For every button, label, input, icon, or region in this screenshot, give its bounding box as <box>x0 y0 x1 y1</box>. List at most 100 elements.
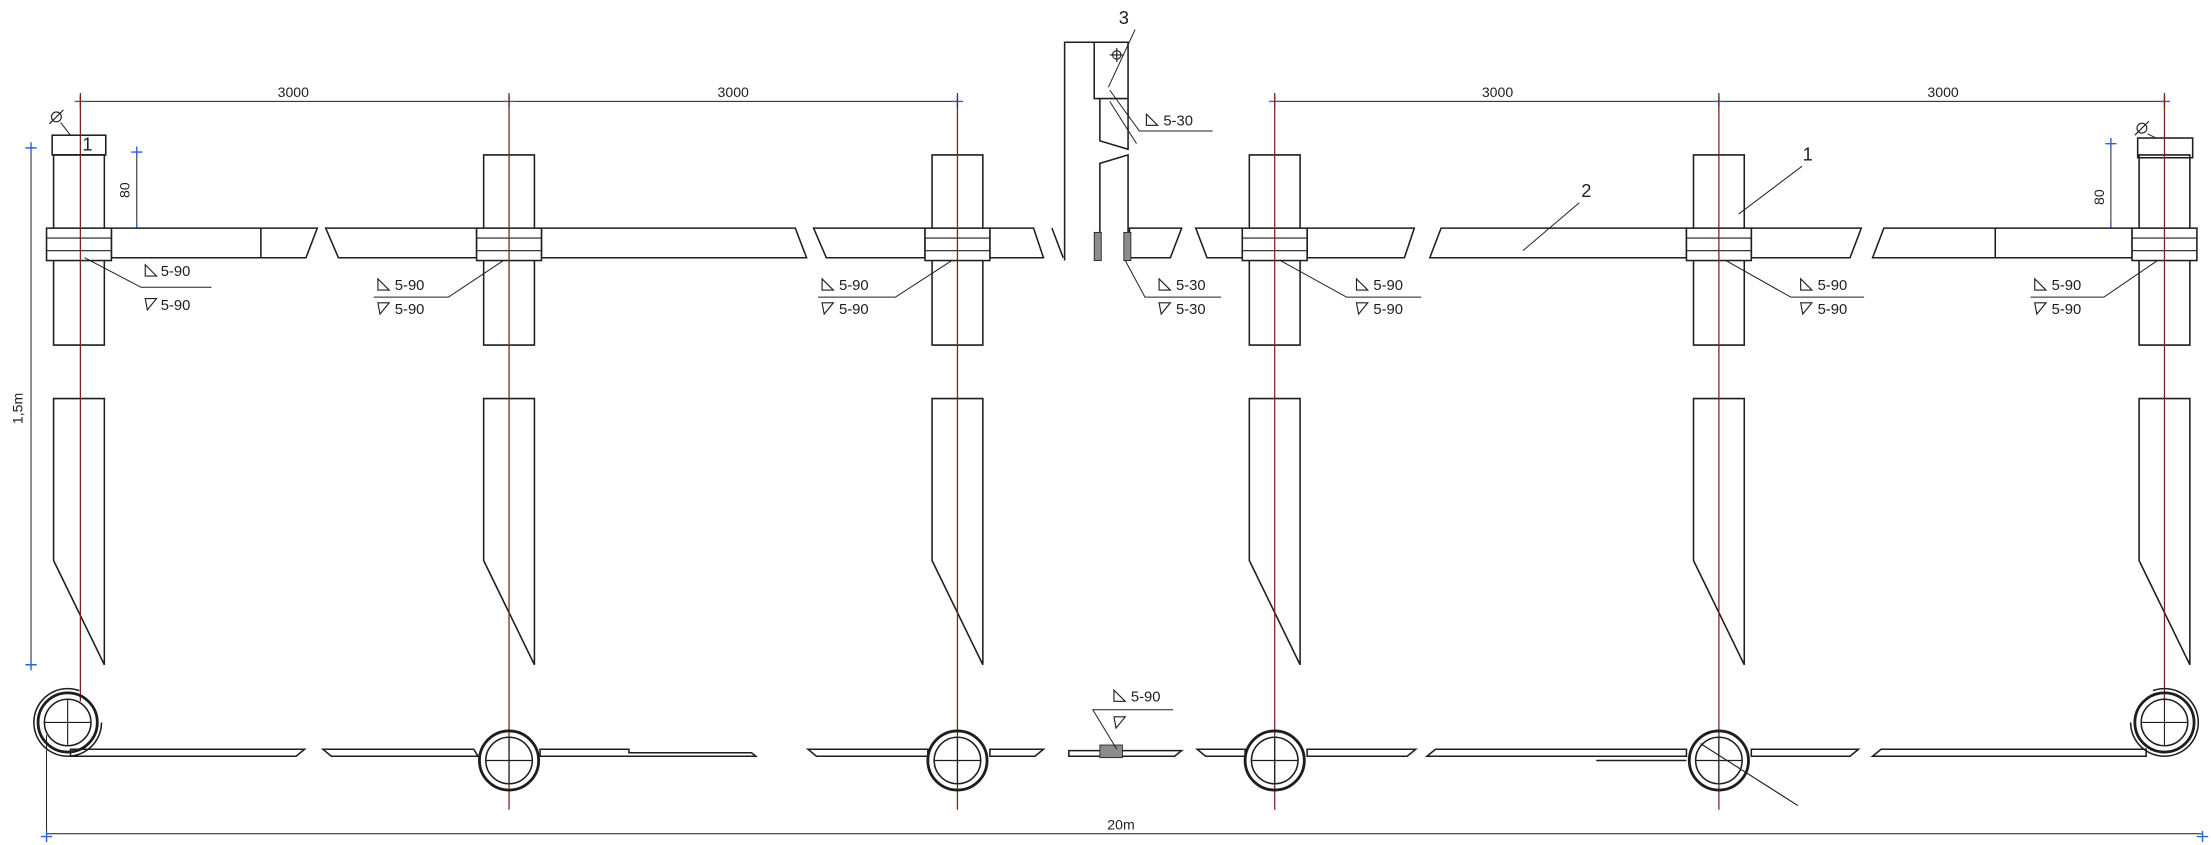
post-axes <box>79 92 2166 810</box>
span-dimension-2: 3000 <box>718 84 750 100</box>
weld-top-value: 5-90 <box>1818 278 1848 294</box>
joint-plate-outline <box>1063 41 1129 261</box>
posts-elevation: 1 <box>45 109 2198 666</box>
plan-beam-segment <box>69 748 307 758</box>
pile-post-plan <box>1687 729 1750 792</box>
weld-top-value: 5-30 <box>1176 278 1206 294</box>
plan-joint-plate <box>1099 744 1123 759</box>
joint-plate-weld-block <box>1093 231 1102 261</box>
weld-top-value: 5-90 <box>161 264 191 280</box>
weld-label: 5-90 5-90 <box>817 260 953 318</box>
end-post-cap-left <box>51 134 107 156</box>
weld-label: 5-90 5-90 <box>1280 260 1422 318</box>
plan-beam-segment <box>1870 748 2147 758</box>
beam-elevation <box>110 227 2133 259</box>
fillet-weld-icon <box>377 278 390 291</box>
beam-segment <box>1750 227 1863 259</box>
callouts: 1 2 <box>1522 144 1813 252</box>
plan-beam-segment <box>805 748 929 758</box>
crosshair-icon <box>1109 47 1125 63</box>
weld-leader <box>1091 709 1174 750</box>
weld-label: 5-90 5-90 <box>2030 260 2158 318</box>
beam-segment <box>1871 227 2133 259</box>
dimension-tick <box>2196 830 2209 843</box>
span-dimension-1: 3000 <box>278 84 310 100</box>
pile-post-plan <box>926 729 989 792</box>
beam-segment <box>540 227 808 259</box>
post-height-label: 1,5m <box>10 393 26 424</box>
fillet-weld-icon <box>1158 278 1171 291</box>
weld-leader <box>1725 260 1865 298</box>
fillet-weld-icon <box>1113 689 1126 702</box>
fillet-weld-icon <box>377 302 390 315</box>
end-post-wrap-arc <box>2129 687 2200 757</box>
fillet-weld-icon <box>144 298 158 311</box>
joint-plate: 3 5-30 <box>1063 7 1213 261</box>
callout-leader <box>1522 202 1580 252</box>
weld-top-value: 5-90 <box>1373 278 1403 294</box>
joint-plate-upper-piece <box>1099 98 1129 151</box>
beam-segment <box>989 227 1045 259</box>
plan-weld-value: 5-90 <box>1131 689 1161 705</box>
pile-post-end-left <box>45 154 113 666</box>
end-post-wrap-arc <box>33 687 103 757</box>
beam-segment <box>324 227 478 259</box>
weld-label: 5-30 5-30 <box>1124 260 1222 318</box>
pile-post-plan <box>1243 729 1306 792</box>
plan-beam-segment <box>989 748 1046 758</box>
callout-beam: 2 <box>1581 180 1591 201</box>
cap-dimension-right: 80 <box>2091 137 2118 235</box>
weld-top-value: 5-90 <box>395 278 425 294</box>
callout-leader <box>1738 165 1803 215</box>
fillet-weld-icon <box>2034 278 2047 291</box>
cap-dimension-left: 80 <box>117 145 144 235</box>
dimension-tick <box>40 830 53 843</box>
beam-segment <box>1194 227 1244 259</box>
fillet-weld-icon <box>821 302 834 315</box>
beam-segment <box>1306 227 1416 259</box>
beam-segment <box>812 227 926 259</box>
joint-plate-lower-piece <box>1099 153 1129 261</box>
pile-post-plan <box>478 729 541 792</box>
weld-labels: 5-90 5-90 5-90 5-90 5-90 5-90 5-30 5-30 <box>84 257 2158 318</box>
weld-label: 5-90 5-90 <box>373 260 504 318</box>
diameter-icon <box>2134 120 2150 136</box>
joint-plate-weld-block <box>1123 231 1132 261</box>
weld-label: 5-90 5-90 <box>84 257 212 314</box>
callout-leader <box>1107 29 1136 88</box>
weld-leader <box>1109 89 1213 144</box>
dimension-tick <box>2104 137 2118 150</box>
cap-height-label: 80 <box>2091 189 2107 205</box>
diameter-leader <box>60 122 71 136</box>
callout-end-post-cap: 1 <box>82 134 92 155</box>
diameter-leader <box>2147 133 2157 139</box>
total-length-label: 20m <box>1107 817 1134 833</box>
plan-section-leader <box>1700 743 1799 807</box>
span-dimension-3: 3000 <box>1482 84 1514 100</box>
weld-leader <box>373 260 504 298</box>
height-dimension: 1,5m <box>10 141 38 672</box>
weld-top-value: 5-90 <box>839 278 869 294</box>
plan-beam-segment <box>1424 748 1688 758</box>
dimension-tick <box>130 145 144 159</box>
weld-leader <box>1124 260 1222 298</box>
end-post-cap-right <box>2136 137 2194 159</box>
weld-leader <box>2030 260 2158 298</box>
plan-weld-label: 5-90 <box>1091 689 1174 750</box>
callout-joint-plate: 3 <box>1119 7 1129 28</box>
diameter-icon <box>48 109 65 125</box>
plan-beam-segment <box>539 748 758 758</box>
fillet-weld-icon <box>2034 302 2047 315</box>
plan-beam-segment <box>320 748 480 758</box>
fillet-weld-icon <box>1145 113 1159 126</box>
weld-leader <box>84 257 212 288</box>
weld-leader <box>817 260 953 298</box>
dimension-tick <box>24 658 38 672</box>
weld-leader <box>1280 260 1422 298</box>
pile-post-plan-end-right <box>2133 691 2196 754</box>
weld-bottom-value: 5-90 <box>839 302 869 318</box>
fillet-weld-icon <box>1113 716 1126 729</box>
dimension-tick <box>24 141 38 155</box>
beam-segment <box>1428 227 1688 259</box>
